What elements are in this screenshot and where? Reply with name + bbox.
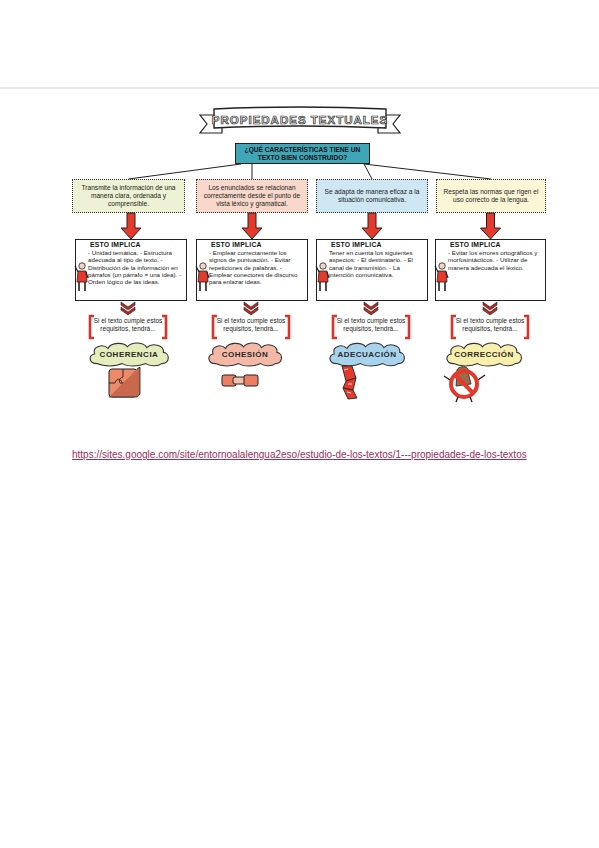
connector-line <box>252 164 253 179</box>
question-box: ¿QUÉ CARACTERÍSTICAS TIENE UN TEXTO BIEN… <box>235 143 370 164</box>
person-figure <box>435 263 448 291</box>
box-text: Respeta las normas que rigen el uso corr… <box>441 188 541 204</box>
box-text: - Unidad temática. - Estructura adecuada… <box>88 249 182 285</box>
text-wrap: COHERENCIA <box>100 350 159 359</box>
implication-box: ESTO IMPLICA- Unidad temática. - Estruct… <box>75 239 187 301</box>
person-figure <box>316 263 329 291</box>
condition-note: Si el texto cumple estos requisitos, ten… <box>92 317 164 333</box>
implication-box: ESTO IMPLICA- Emplear correctamente los … <box>196 239 308 301</box>
prohibition-icon <box>444 367 485 402</box>
box-text: Transmite la información de una manera c… <box>77 184 180 209</box>
cloud-outline <box>209 343 282 366</box>
block-arrow <box>121 213 141 239</box>
block-arrow <box>362 213 382 239</box>
page-rule <box>0 88 599 89</box>
property-box: Se adapta de manera eficaz a la situació… <box>316 179 428 213</box>
bracket-pair <box>90 316 166 338</box>
property-box: Los enunciados se relacionan correctamen… <box>196 179 308 213</box>
property-cloud: ADECUACIÓN <box>327 342 407 366</box>
property-box: Transmite la información de una manera c… <box>72 179 185 213</box>
block-arrow <box>242 213 262 239</box>
connector-line <box>364 164 372 179</box>
property-cloud: COHERENCIA <box>87 342 171 366</box>
cloud-outline <box>447 343 521 366</box>
tape-measure-icon <box>342 366 357 399</box>
connector-line <box>129 164 242 179</box>
bracket-pair <box>333 316 409 338</box>
condition-note: Si el texto cumple estos requisitos, ten… <box>454 317 526 333</box>
block-arrow <box>481 213 501 239</box>
person-figure <box>196 263 209 291</box>
bracket-pair <box>213 316 289 338</box>
property-cloud: CORRECCIÓN <box>444 342 524 366</box>
implication-box: ESTO IMPLICATener en cuenta los siguient… <box>316 239 428 301</box>
cloud-outline <box>330 343 404 366</box>
chain-icon <box>222 375 258 386</box>
implication-box: ESTO IMPLICA- Evitar los errores ortográ… <box>435 239 546 301</box>
box-text: - Emplear correctamente los signos de pu… <box>209 249 303 285</box>
text-wrap: Transmite la información de una manera c… <box>77 184 180 209</box>
box-text: Se adapta de manera eficaz a la situació… <box>321 188 423 204</box>
text-wrap: ¿QUÉ CARACTERÍSTICAS TIENE UN TEXTO BIEN… <box>240 146 365 162</box>
box-text: COHERENCIA <box>100 350 159 359</box>
box-text: ¿QUÉ CARACTERÍSTICAS TIENE UN TEXTO BIEN… <box>240 146 365 162</box>
source-link: https://sites.google.com/site/entornoala… <box>72 448 527 461</box>
text-wrap: CORRECCIÓN <box>454 350 514 359</box>
text-wrap: COHESIÓN <box>222 350 269 359</box>
down-chevron <box>121 302 135 315</box>
text-wrap: ADECUACIÓN <box>337 350 396 359</box>
box-heading: ESTO IMPLICA <box>211 241 303 249</box>
box-heading: ESTO IMPLICA <box>331 241 423 249</box>
text-wrap: Los enunciados se relacionan correctamen… <box>201 184 303 209</box>
box-text: - Evitar los errores ortográficos y morf… <box>448 249 541 271</box>
connector-line <box>364 164 491 179</box>
property-cloud: COHESIÓN <box>206 342 284 366</box>
down-chevron <box>364 302 378 315</box>
box-text: PROPIEDADES TEXTUALES <box>212 114 388 126</box>
box-text: Tener en cuenta los siguientes aspectos:… <box>329 249 423 278</box>
bracket-pair <box>452 316 528 338</box>
text-wrap: Se adapta de manera eficaz a la situació… <box>321 188 423 204</box>
down-chevron <box>244 302 258 315</box>
property-box: Respeta las normas que rigen el uso corr… <box>436 179 546 213</box>
cloud-outline <box>90 343 168 366</box>
condition-note: Si el texto cumple estos requisitos, ten… <box>215 317 287 333</box>
box-heading: ESTO IMPLICA <box>90 241 182 249</box>
box-text: ADECUACIÓN <box>337 350 396 359</box>
box-text: COHESIÓN <box>222 350 269 359</box>
box-text: CORRECCIÓN <box>454 350 514 359</box>
box-heading: ESTO IMPLICA <box>450 241 541 249</box>
puzzle-icon <box>109 367 140 397</box>
title-ribbon: PROPIEDADES TEXTUALES <box>200 106 400 136</box>
text-wrap: PROPIEDADES TEXTUALES <box>212 114 388 126</box>
down-chevron <box>483 302 497 315</box>
box-text: Los enunciados se relacionan correctamen… <box>201 184 303 209</box>
condition-note: Si el texto cumple estos requisitos, ten… <box>335 317 407 333</box>
text-wrap: Respeta las normas que rigen el uso corr… <box>441 188 541 204</box>
person-figure <box>75 263 88 291</box>
